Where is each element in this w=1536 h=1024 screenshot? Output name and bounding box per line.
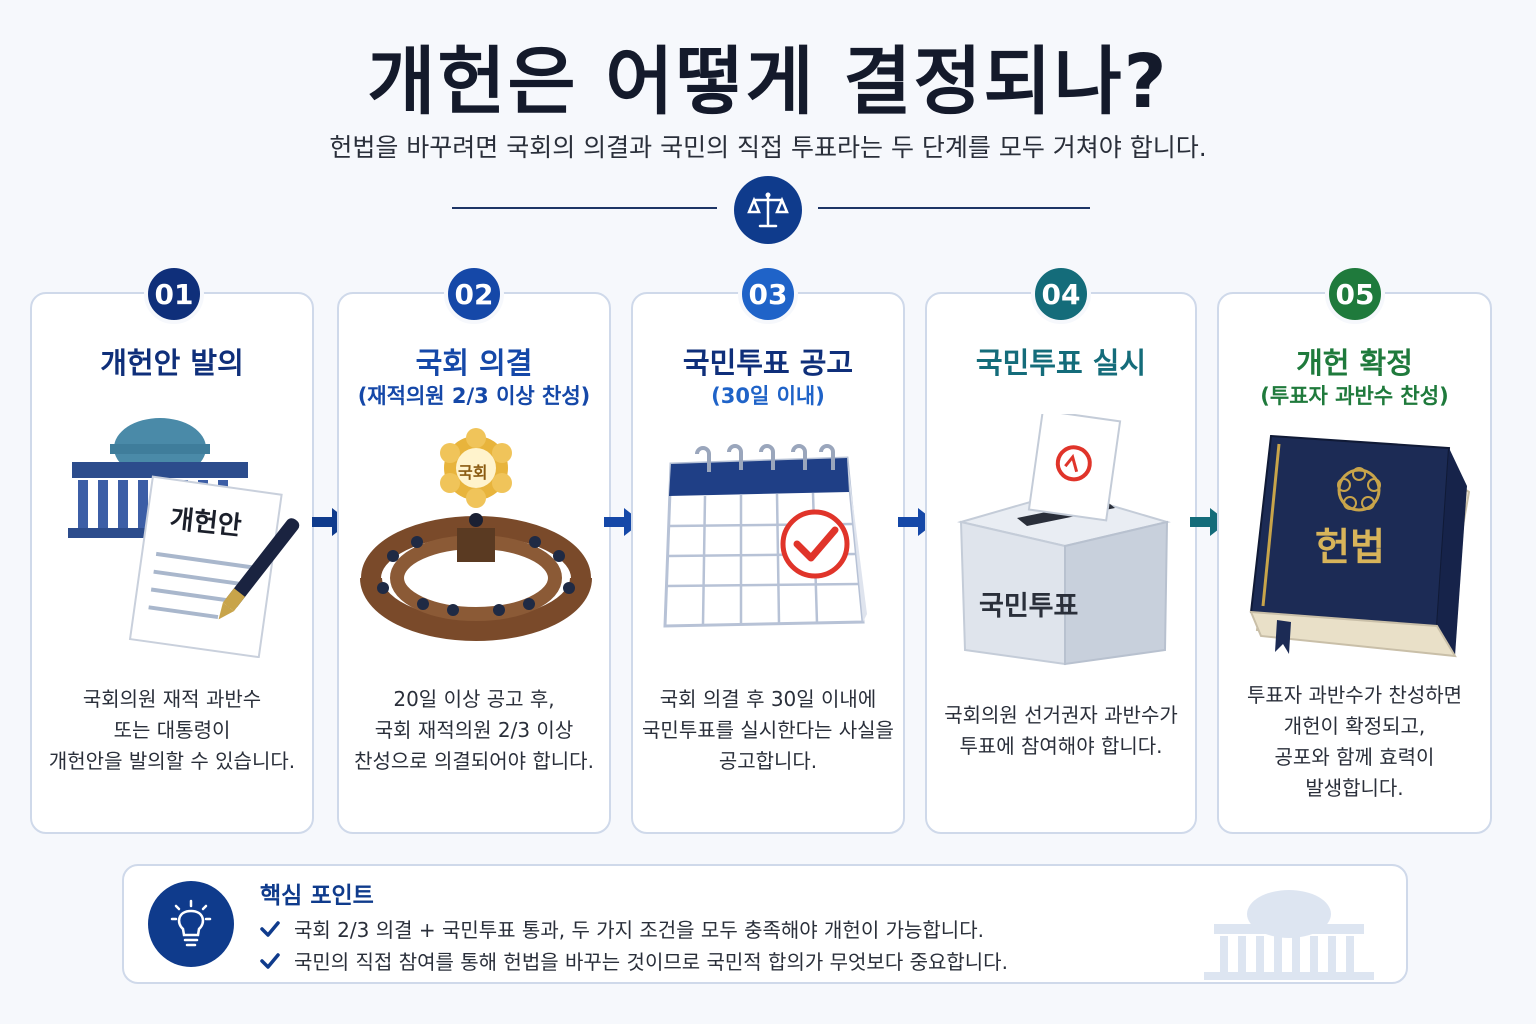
step-subtitle: (투표자 과반수 찬성) [1260,384,1449,408]
step-subtitle: (30일 이내) [711,384,825,408]
step-card-5: 개헌 확정 (투표자 과반수 찬성) 헌법 투표자 과반수가 찬성하면 개헌이 … [1217,292,1492,834]
step-number-badge-3: 03 [738,264,798,324]
key-points-box: 핵심 포인트 국회 2/3 의결 + 국민투표 통과, 두 가지 조건을 모두 … [122,864,1408,984]
step-subtitle: (재적의원 2/3 이상 찬성) [357,384,591,408]
step-title: 국민투표 공고 [682,346,854,380]
ballot-box-label: 국민투표 [979,591,1079,622]
step-number-badge-4: 04 [1031,264,1091,324]
step-card-3: 국민투표 공고 (30일 이내) 국회 의결 후 30일 이내에 국민투표를 실… [631,292,905,834]
step-title: 국회 의결 [415,346,533,380]
step-title: 개헌 확정 [1296,346,1413,380]
step-card-4: 국민투표 실시 국민투표 국회의원 선거권자 과반수가 투표에 참여해야 합니다… [925,292,1197,834]
assembly-chamber-icon [360,428,592,641]
step-number-badge-1: 01 [144,264,204,324]
constitution-book-icon [1249,434,1471,658]
key-point-item: 국회 2/3 의결 + 국민투표 통과, 두 가지 조건을 모두 충족해야 개헌… [260,914,984,943]
assembly-building-watermark-icon [1204,890,1374,980]
step-title: 개헌안 발의 [100,346,244,380]
divider-right [818,207,1090,209]
document-label: 개헌안 [168,504,243,542]
checkmark-icon [260,952,280,969]
step-description: 국회의원 재적 과반수 또는 대통령이 개헌안을 발의할 수 있습니다. [48,687,296,773]
step-description: 투표자 과반수가 찬성하면 개헌이 확정되고, 공포와 함께 효력이 발생합니다… [1246,683,1463,800]
page-subtitle: 헌법을 바꾸려면 국회의 의결과 국민의 직접 투표라는 두 단계를 모두 거쳐… [329,133,1207,162]
document-pen-icon [68,418,300,658]
seal-label: 국회 [458,463,488,482]
ballot-box-icon [957,414,1171,666]
calendar-check-icon [663,444,867,628]
scales-of-justice-icon [734,176,802,244]
step-number-badge-2: 02 [444,264,504,324]
checkmark-icon [260,920,280,937]
step-description: 20일 이상 공고 후, 국회 재적의원 2/3 이상 찬성으로 의결되어야 합… [354,687,594,773]
step-card-2: 국회 의결 (재적의원 2/3 이상 찬성) 국회 20일 이상 공고 후, 국… [337,292,611,834]
step-card-1: 개헌안 발의 개헌안 국회의원 재적 과반수 또는 대통령이 개헌안을 발의할 … [30,292,314,834]
step-description: 국회 의결 후 30일 이내에 국민투표를 실시한다는 사실을 공고합니다. [642,687,894,773]
step-description: 국회의원 선거권자 과반수가 투표에 참여해야 합니다. [944,703,1178,758]
key-point-item: 국민의 직접 참여를 통해 헌법을 바꾸는 것이므로 국민적 합의가 무엇보다 … [260,946,1008,975]
lightbulb-icon [148,881,234,967]
page-title: 개헌은 어떻게 결정되나? [367,39,1169,125]
step-number-badge-5: 05 [1325,264,1385,324]
key-points-title: 핵심 포인트 [260,883,374,909]
divider-left [452,207,717,209]
step-title: 국민투표 실시 [975,346,1147,380]
book-label: 헌법 [1315,525,1385,569]
